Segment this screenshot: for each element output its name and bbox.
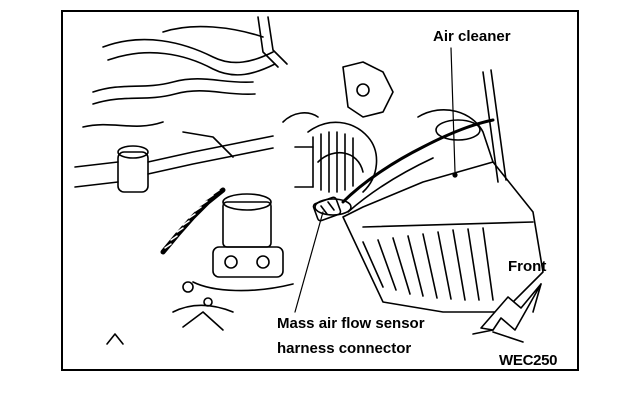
fuel-rail [74, 131, 274, 193]
engine-bay-illustration [74, 16, 544, 345]
harness-cable [341, 118, 495, 213]
air-cleaner-housing [342, 69, 544, 343]
maf-label-line2: harness connector [277, 340, 412, 357]
caret-mark [106, 333, 124, 345]
leader-maf [294, 211, 324, 313]
maf-label-line1: Mass air flow sensor [277, 315, 425, 332]
figure-code: WEC250 [499, 352, 558, 369]
valve-body [172, 193, 294, 331]
corrugated-harness [160, 187, 226, 255]
leader-air-cleaner [450, 47, 456, 173]
leader-lines [294, 47, 458, 313]
maf-connector [312, 196, 342, 222]
upper-hoses [82, 16, 288, 128]
intake-duct [282, 61, 394, 216]
front-arrow-icon [472, 283, 542, 335]
diagram-frame: Air cleaner Front Mass air flow sensor h… [61, 10, 579, 371]
air-cleaner-label: Air cleaner [433, 28, 511, 45]
front-label: Front [508, 258, 547, 275]
